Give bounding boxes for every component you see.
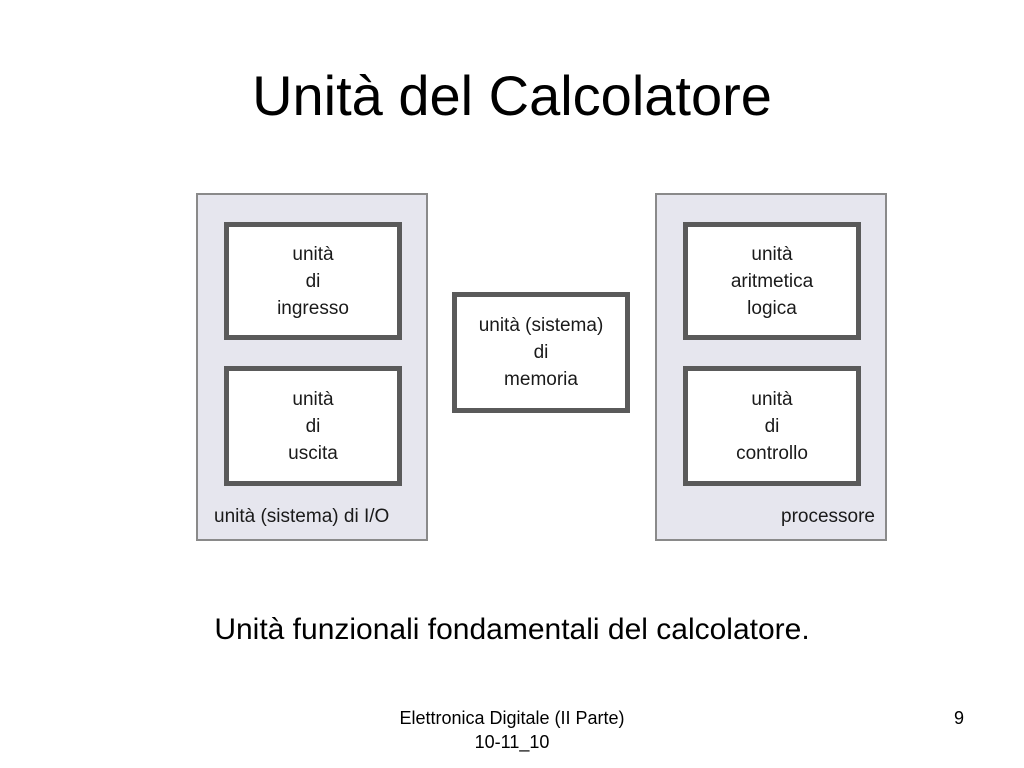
footer-center: Elettronica Digitale (II Parte) 10-11_10 bbox=[312, 706, 712, 754]
alu-line-1: unità bbox=[751, 243, 793, 265]
input-unit-line-2: di bbox=[305, 270, 321, 292]
footer-date-code: 10-11_10 bbox=[474, 732, 550, 752]
slide-title: Unità del Calcolatore bbox=[252, 64, 772, 127]
page-number: 9 bbox=[953, 708, 964, 728]
control-unit-line-2: di bbox=[764, 415, 780, 437]
output-unit-line-3: uscita bbox=[288, 442, 338, 464]
alu-line-2: aritmetica bbox=[730, 270, 814, 292]
input-unit-box: unità di ingresso bbox=[224, 222, 402, 340]
input-unit-line-1: unità bbox=[292, 243, 334, 265]
processor-group-label: processore bbox=[781, 506, 875, 527]
control-unit-line-1: unità bbox=[751, 388, 793, 410]
processor-group: unità aritmetica logica unità di control… bbox=[655, 193, 887, 541]
memory-unit-box: unità (sistema) di memoria bbox=[452, 292, 630, 413]
memory-unit-line-2: di bbox=[533, 342, 549, 363]
output-unit-line-2: di bbox=[305, 415, 321, 437]
memory-unit-line-1: unità (sistema) bbox=[478, 315, 604, 336]
output-unit-line-1: unità bbox=[292, 388, 334, 410]
footer-course-title: Elettronica Digitale (II Parte) bbox=[399, 708, 625, 728]
control-unit-box: unità di controllo bbox=[683, 366, 861, 486]
alu-box: unità aritmetica logica bbox=[683, 222, 861, 340]
memory-unit-line-3: memoria bbox=[504, 369, 578, 390]
figure-caption: Unità funzionali fondamentali del calcol… bbox=[214, 613, 810, 646]
alu-line-3: logica bbox=[747, 297, 797, 319]
control-unit-line-3: controllo bbox=[736, 442, 808, 464]
input-unit-line-3: ingresso bbox=[277, 297, 349, 319]
io-system-group: unità di ingresso unità di uscita unità … bbox=[196, 193, 428, 541]
output-unit-box: unità di uscita bbox=[224, 366, 402, 486]
io-group-label: unità (sistema) di I/O bbox=[214, 506, 390, 527]
